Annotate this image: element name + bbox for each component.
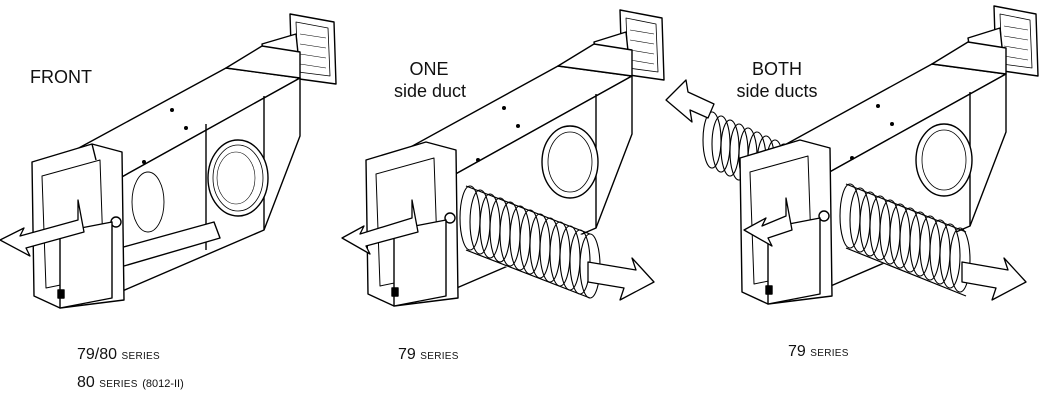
caption-series-word: SERIES [420, 351, 459, 362]
unit-drawing-one-duct [341, 9, 665, 307]
unit-drawing-both-ducts [665, 5, 1039, 305]
unit-drawing-front [0, 13, 337, 309]
caption-series-number: 79/80 [77, 346, 118, 363]
panel-heading-line-1: BOTH [751, 59, 802, 79]
panel-heading: BOTH side ducts [732, 58, 822, 102]
caption-front-line-2: 80 SERIES (8012-II) [77, 374, 184, 392]
caption-series-number: 79 [788, 343, 806, 360]
panel-both-side-ducts: BOTH side ducts [660, 0, 1039, 402]
panel-one-side-duct: ONE side duct [340, 0, 690, 402]
caption-one-duct: 79 SERIES [398, 346, 459, 364]
panel-heading-line-1: ONE [409, 59, 449, 79]
flex-duct-front [839, 183, 971, 298]
caption-series-word: SERIES [99, 379, 138, 390]
caption-front-line-1: 79/80 SERIES [77, 346, 160, 364]
caption-series-word: SERIES [810, 348, 849, 359]
panel-front: FRONT [0, 0, 345, 402]
caption-both-ducts: 79 SERIES [788, 343, 849, 361]
caption-series-number: 80 [77, 374, 95, 391]
caption-series-number: 79 [398, 346, 416, 363]
caption-model-number: (8012-II) [142, 378, 184, 390]
panel-heading-line-2: side ducts [736, 81, 818, 101]
panel-heading-line-2: side duct [394, 81, 467, 101]
panel-heading: ONE side duct [394, 58, 467, 102]
flex-duct [459, 185, 601, 300]
panel-heading: FRONT [30, 67, 92, 87]
caption-series-word: SERIES [121, 351, 160, 362]
